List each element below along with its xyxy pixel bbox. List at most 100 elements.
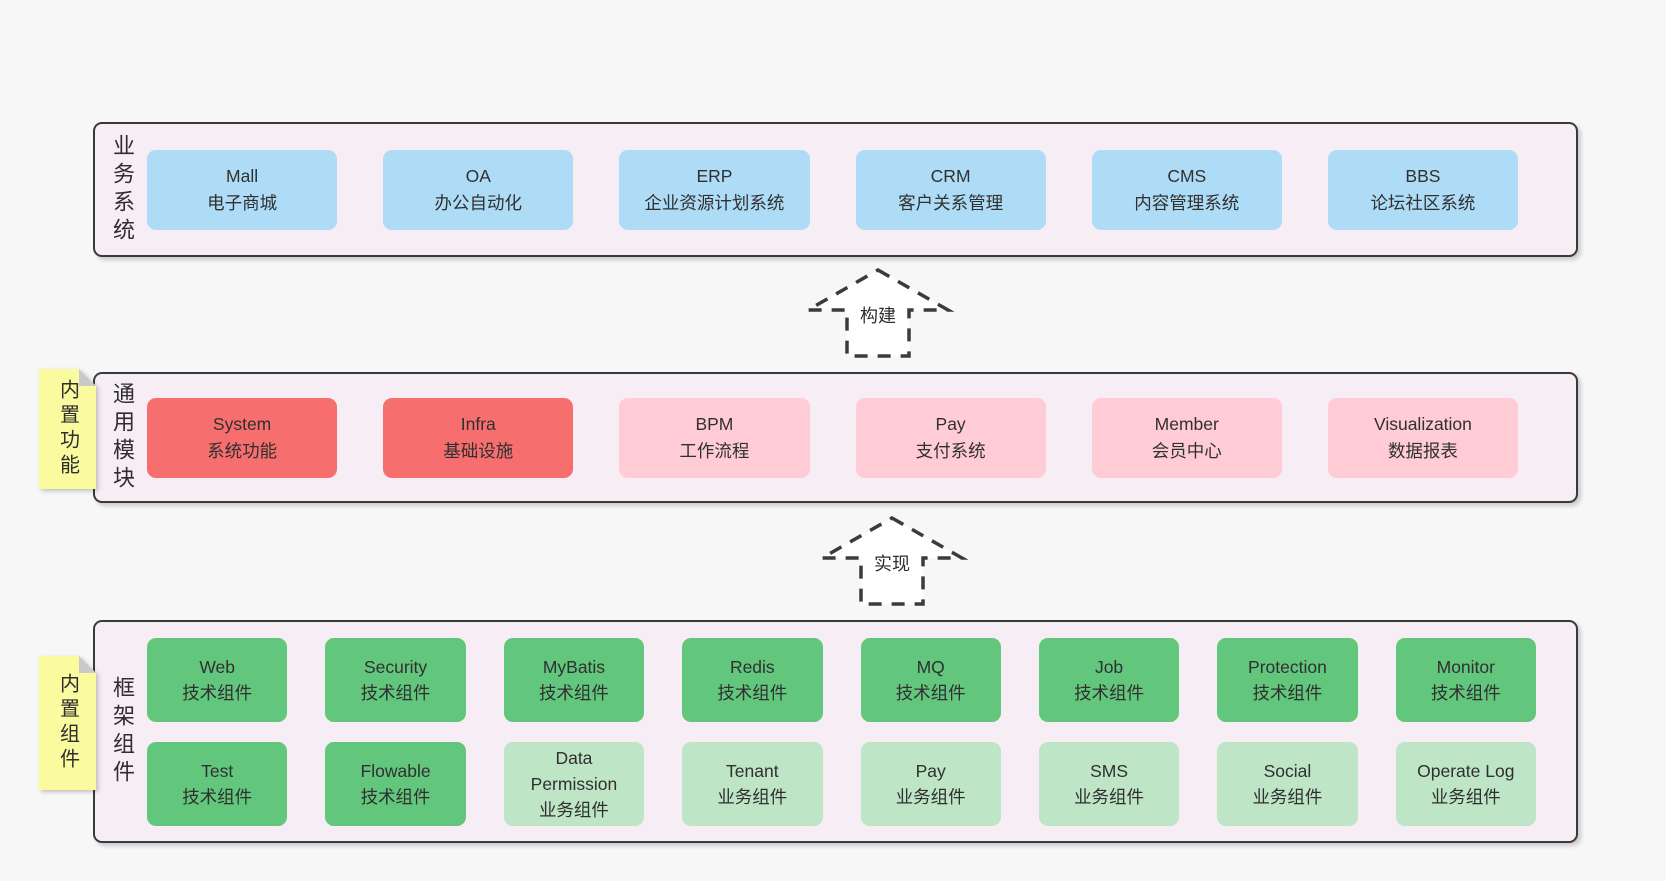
panel-modules-label: 通用模块 <box>110 381 135 494</box>
arrow-implement-up: 实现 <box>815 514 969 608</box>
panel-framework-components: 框架组件 Web 技术组件 Security 技术组件 MyBatis 技术组件… <box>93 620 1578 843</box>
box-pay-module: Pay 支付系统 <box>855 397 1046 478</box>
box-name: Pay <box>915 760 946 781</box>
box-desc: 业务组件 <box>1252 786 1323 807</box>
sticky-text: 内置功能 <box>56 379 79 479</box>
panel-business-label: 业务系统 <box>110 133 135 246</box>
box-desc: 数据报表 <box>1387 440 1458 461</box>
box-infra: Infra 基础设施 <box>383 397 574 478</box>
box-security: Security 技术组件 <box>325 637 466 722</box>
box-tenant: Tenant 业务组件 <box>682 741 823 826</box>
box-desc: 业务组件 <box>538 799 609 820</box>
box-name: Flowable <box>360 760 431 781</box>
box-desc: 支付系统 <box>915 440 986 461</box>
box-member: Member 会员中心 <box>1091 397 1282 478</box>
box-name: Job <box>1094 656 1124 677</box>
box-system: System 系统功能 <box>147 397 338 478</box>
sticky-note: 内置组件 <box>39 656 96 790</box>
box-name: Web <box>199 656 236 677</box>
box-oa: OA 办公自动化 <box>383 149 574 230</box>
box-desc: 业务组件 <box>895 786 966 807</box>
box-name: Protection <box>1248 656 1327 677</box>
box-job: Job 技术组件 <box>1038 637 1180 722</box>
box-desc: 客户关系管理 <box>898 192 1004 213</box>
box-name: Test <box>201 760 234 781</box>
arrow-build-up: 构建 <box>801 266 955 360</box>
box-name: System <box>212 413 272 434</box>
box-desc: 技术组件 <box>360 786 431 807</box>
box-desc: 工作流程 <box>679 440 750 461</box>
box-name: Social <box>1263 760 1312 781</box>
panel-common-modules: 通用模块 System 系统功能 Infra 基础设施 BPM 工作流程 Pay… <box>93 372 1578 503</box>
box-name: Mall <box>226 165 259 186</box>
box-name: Monitor <box>1436 656 1495 677</box>
box-name: ERP <box>696 165 733 186</box>
box-name: Infra <box>460 413 496 434</box>
box-desc: 基础设施 <box>443 440 514 461</box>
box-social: Social 业务组件 <box>1217 741 1358 826</box>
box-mall: Mall 电子商城 <box>147 149 338 230</box>
box-visualization: Visualization 数据报表 <box>1327 397 1519 478</box>
box-desc: 内容管理系统 <box>1134 192 1240 213</box>
box-test: Test 技术组件 <box>147 741 288 826</box>
box-desc: 企业资源计划系统 <box>644 192 785 213</box>
box-erp: ERP 企业资源计划系统 <box>619 149 810 230</box>
arrow-implement-label: 实现 <box>871 552 913 576</box>
box-name: MQ <box>916 656 945 677</box>
box-name: Member <box>1154 413 1219 434</box>
box-operate-log: Operate Log 业务组件 <box>1395 741 1536 826</box>
box-desc: 技术组件 <box>360 682 431 703</box>
box-name: Pay <box>935 413 966 434</box>
sticky-text: 内置组件 <box>56 673 79 773</box>
box-name: CMS <box>1167 165 1207 186</box>
box-name: Visualization <box>1373 413 1472 434</box>
sticky-note: 内置功能 <box>39 369 96 489</box>
box-desc: 技术组件 <box>895 682 966 703</box>
box-monitor: Monitor 技术组件 <box>1395 637 1536 722</box>
box-crm: CRM 客户关系管理 <box>855 149 1046 230</box>
box-desc: 技术组件 <box>1252 682 1323 703</box>
box-name: Security <box>363 656 428 677</box>
box-name: Tenant <box>726 760 779 781</box>
box-web: Web 技术组件 <box>147 637 288 722</box>
modules-box-row: System 系统功能 Infra 基础设施 BPM 工作流程 Pay 支付系统… <box>147 397 1519 478</box>
box-desc: 业务组件 <box>1430 786 1501 807</box>
box-desc: 系统功能 <box>207 440 278 461</box>
panel-components-label: 框架组件 <box>110 675 135 788</box>
box-bpm: BPM 工作流程 <box>619 397 810 478</box>
box-name: BPM <box>695 413 734 434</box>
box-desc: 技术组件 <box>1430 682 1501 703</box>
box-desc: 技术组件 <box>538 682 609 703</box>
box-name: Redis <box>729 656 775 677</box>
box-desc: 业务组件 <box>717 786 788 807</box>
business-box-row: Mall 电子商城 OA 办公自动化 ERP 企业资源计划系统 CRM 客户关系… <box>147 149 1519 230</box>
box-flowable: Flowable 技术组件 <box>325 741 466 826</box>
box-pay-component: Pay 业务组件 <box>860 741 1001 826</box>
components-box-grid: Web 技术组件 Security 技术组件 MyBatis 技术组件 Redi… <box>147 637 1536 826</box>
box-mq: MQ 技术组件 <box>860 637 1001 722</box>
box-data-permission: Data Permission 业务组件 <box>503 741 645 826</box>
box-desc: 技术组件 <box>182 786 253 807</box>
box-name: MyBatis <box>542 656 606 677</box>
box-desc: 技术组件 <box>717 682 788 703</box>
box-desc: 会员中心 <box>1151 440 1222 461</box>
panel-business-systems: 业务系统 Mall 电子商城 OA 办公自动化 ERP 企业资源计划系统 CRM… <box>93 122 1578 257</box>
box-protection: Protection 技术组件 <box>1217 637 1358 722</box>
box-desc: 技术组件 <box>182 682 253 703</box>
box-name: SMS <box>1090 760 1129 781</box>
box-name: Data Permission <box>530 747 618 794</box>
box-name: BBS <box>1405 165 1441 186</box>
box-desc: 业务组件 <box>1074 786 1145 807</box>
box-desc: 电子商城 <box>207 192 278 213</box>
box-cms: CMS 内容管理系统 <box>1091 149 1282 230</box>
box-name: OA <box>465 165 491 186</box>
box-mybatis: MyBatis 技术组件 <box>503 637 645 722</box>
box-desc: 办公自动化 <box>434 192 523 213</box>
box-name: Operate Log <box>1417 760 1515 781</box>
arrow-build-label: 构建 <box>857 304 899 328</box>
box-desc: 论坛社区系统 <box>1370 192 1476 213</box>
box-name: CRM <box>930 165 971 186</box>
box-redis: Redis 技术组件 <box>682 637 823 722</box>
box-desc: 技术组件 <box>1074 682 1145 703</box>
